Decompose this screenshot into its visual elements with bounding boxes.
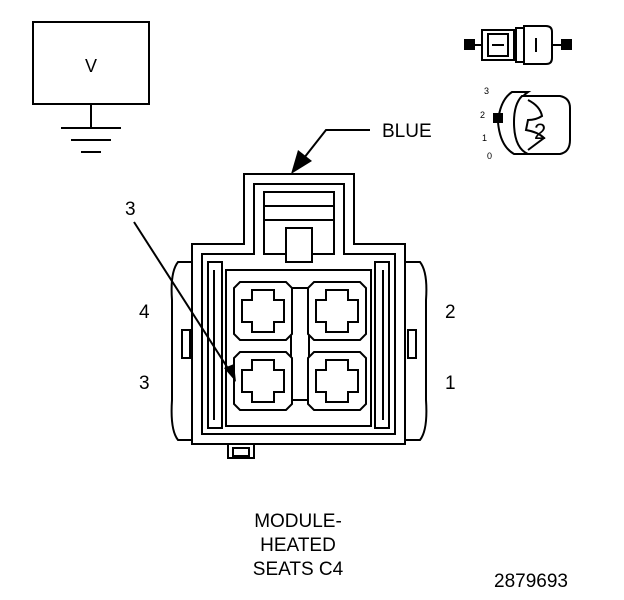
voltmeter-label: V xyxy=(84,56,97,76)
connector-body xyxy=(170,173,428,459)
position-scale-icon xyxy=(493,91,571,155)
callout-pin-label: 3 xyxy=(125,199,136,220)
terminal-cavity-1 xyxy=(307,351,367,411)
pin-label-4: 4 xyxy=(139,302,150,323)
voltmeter-box: V xyxy=(32,21,150,105)
figure-number: 2879693 xyxy=(494,571,568,592)
position-number: 2 xyxy=(534,119,546,144)
terminal-cavity-2 xyxy=(307,281,367,341)
scale-tick-0: 0 xyxy=(487,151,492,161)
ground-icon xyxy=(61,105,121,153)
color-label: BLUE xyxy=(382,121,432,142)
pin-callout-arrow xyxy=(133,221,236,382)
pin-label-2: 2 xyxy=(445,302,456,323)
terminal-cavity-3 xyxy=(233,351,293,411)
pin-label-3: 3 xyxy=(139,373,150,394)
scale-tick-2: 2 xyxy=(480,110,485,120)
scale-tick-1: 1 xyxy=(482,133,487,143)
color-leader-arrow xyxy=(291,129,370,174)
connector-name-line-1: MODULE- xyxy=(254,511,342,532)
connector-name: MODULE- HEATED SEATS C4 xyxy=(228,510,368,582)
connector-name-line-3: SEATS C4 xyxy=(252,559,344,580)
pin-label-1: 1 xyxy=(445,373,456,394)
scale-tick-3: 3 xyxy=(484,86,489,96)
connector-side-view-icon xyxy=(464,25,572,65)
terminal-cavity-4 xyxy=(233,281,293,341)
connector-name-line-2: HEATED xyxy=(260,535,336,556)
